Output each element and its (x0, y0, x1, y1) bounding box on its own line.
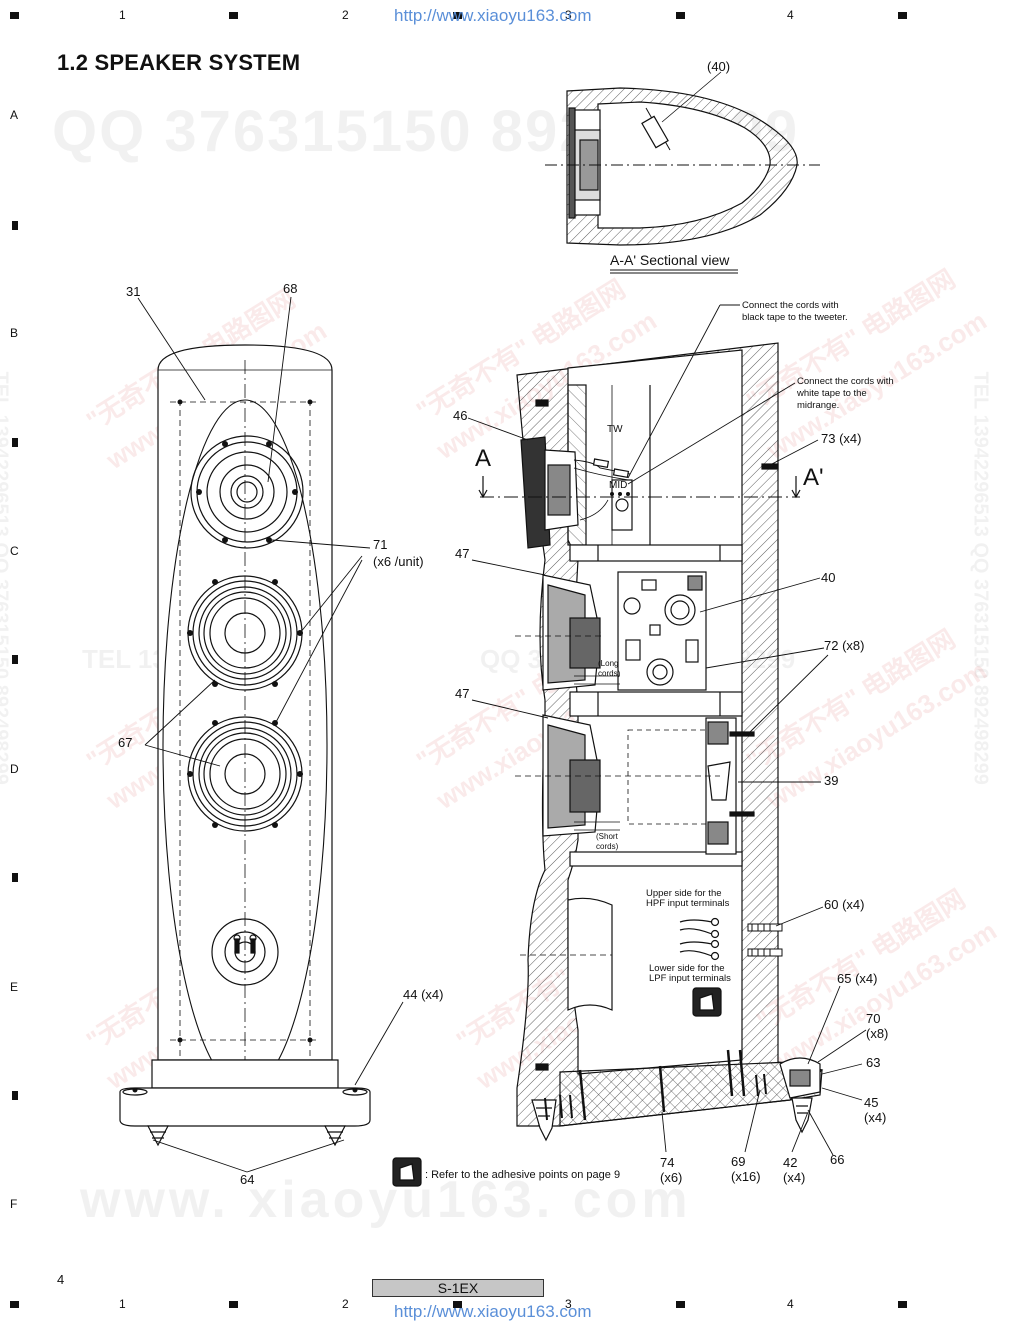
callout-40-section: (40) (707, 59, 731, 74)
note-long-cords-2: cords) (598, 669, 621, 678)
model-name-box: S-1EX (372, 1279, 544, 1297)
callout-31: 31 (126, 284, 141, 299)
watermark-www-bottom: www. xiaoyu163. com (80, 1171, 692, 1229)
col-number-2-bottom: 2 (342, 1297, 349, 1311)
page-title: 1.2 SPEAKER SYSTEM (57, 50, 301, 75)
callout-70: 70 (866, 1011, 881, 1026)
note-tweeter-line1: Connect the cords with (742, 300, 839, 311)
section-marker-a: A (475, 445, 492, 472)
row-letter-c: C (10, 544, 19, 558)
callout-70-qty: (x8) (866, 1026, 889, 1041)
callout-71-qty: (x6 /unit) (373, 554, 424, 569)
row-letter-a: A (10, 108, 19, 122)
callout-68: 68 (283, 281, 298, 296)
col-number-2: 2 (342, 8, 349, 22)
callout-69: 69 (731, 1154, 746, 1169)
row-letter-b: B (10, 326, 19, 340)
callout-71: 71 (373, 537, 388, 552)
callout-47-lower: 47 (455, 686, 470, 701)
callout-72: 72 (x8) (824, 638, 865, 653)
callout-45-qty: (x4) (864, 1110, 887, 1125)
note-upper-hpf-2: HPF input terminals (646, 898, 730, 909)
callout-45: 45 (864, 1095, 879, 1110)
callout-42: 42 (783, 1155, 798, 1170)
callout-74-qty: (x6) (660, 1170, 683, 1185)
page-number: 4 (57, 1272, 65, 1287)
adhesive-point-icon (693, 988, 721, 1016)
note-short-cords-2: cords) (596, 842, 619, 851)
note-lower-lpf-1: Lower side for the (649, 963, 725, 974)
front-view-speaker (119, 344, 371, 1147)
callout-40: 40 (821, 570, 836, 585)
callout-64: 64 (240, 1172, 255, 1187)
callout-60: 60 (x4) (824, 897, 865, 912)
callout-65: 65 (x4) (837, 971, 878, 986)
note-lower-lpf-2: LPF input terminals (649, 973, 731, 984)
col-number-3-bottom: 3 (565, 1297, 572, 1311)
callout-39: 39 (824, 773, 839, 788)
callout-63: 63 (866, 1055, 881, 1070)
callout-44: 44 (x4) (403, 987, 444, 1002)
label-tw: TW (607, 424, 623, 435)
callout-67: 67 (118, 735, 133, 750)
note-mid-line3: midrange. (797, 400, 840, 411)
callout-66: 66 (830, 1152, 845, 1167)
row-letter-f: F (10, 1197, 18, 1211)
callout-74: 74 (660, 1155, 675, 1170)
callout-46: 46 (453, 408, 468, 423)
callout-42-qty: (x4) (783, 1170, 806, 1185)
col-number-4: 4 (787, 8, 794, 22)
side-cutaway-view (392, 342, 824, 1187)
label-mid: MID (609, 480, 628, 491)
callout-47-upper: 47 (455, 546, 470, 561)
note-upper-hpf-1: Upper side for the (646, 888, 722, 899)
note-tweeter-line2: black tape to the tweeter. (742, 312, 848, 323)
adhesive-legend-text: : Refer to the adhesive points on page 9 (425, 1169, 621, 1181)
note-long-cords-1: (Long (598, 659, 619, 668)
section-marker-a-prime: A' (803, 464, 824, 491)
callout-73: 73 (x4) (821, 431, 862, 446)
note-mid-line1: Connect the cords with (797, 376, 894, 387)
col-number-1-bottom: 1 (119, 1297, 126, 1311)
sectional-view (545, 71, 820, 246)
note-mid-line2: white tape to the (797, 388, 867, 399)
source-url-bottom[interactable]: http://www.xiaoyu163.com (394, 1302, 592, 1321)
note-short-cords-1: (Short (596, 832, 618, 841)
source-url-top[interactable]: http://www.xiaoyu163.com (394, 6, 592, 25)
col-number-1: 1 (119, 8, 126, 22)
col-number-3: 3 (565, 8, 572, 22)
col-number-4-bottom: 4 (787, 1297, 794, 1311)
adhesive-point-icon (393, 1158, 421, 1186)
row-letter-d: D (10, 762, 19, 776)
callout-69-qty: (x16) (731, 1169, 761, 1184)
sectional-view-caption: A-A' Sectional view (610, 252, 730, 268)
row-letter-e: E (10, 980, 19, 994)
